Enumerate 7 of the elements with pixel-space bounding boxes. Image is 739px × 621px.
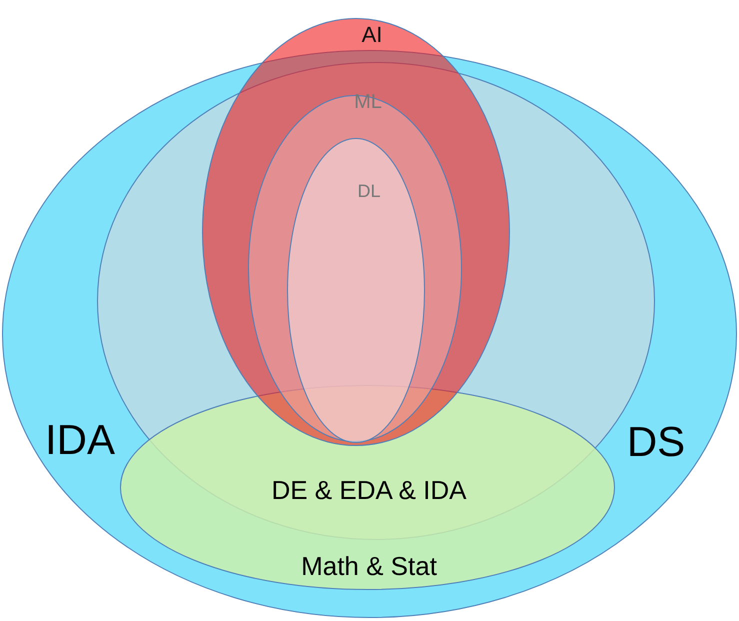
set-label: IDA [45,419,115,461]
overlap-label: DE & EDA & IDA [271,477,467,503]
set-label: DL [358,182,380,200]
set-label: DS [626,421,686,463]
set-label: AI [362,24,382,46]
set-label: Math & Stat [301,553,437,579]
set-label: ML [354,92,382,112]
